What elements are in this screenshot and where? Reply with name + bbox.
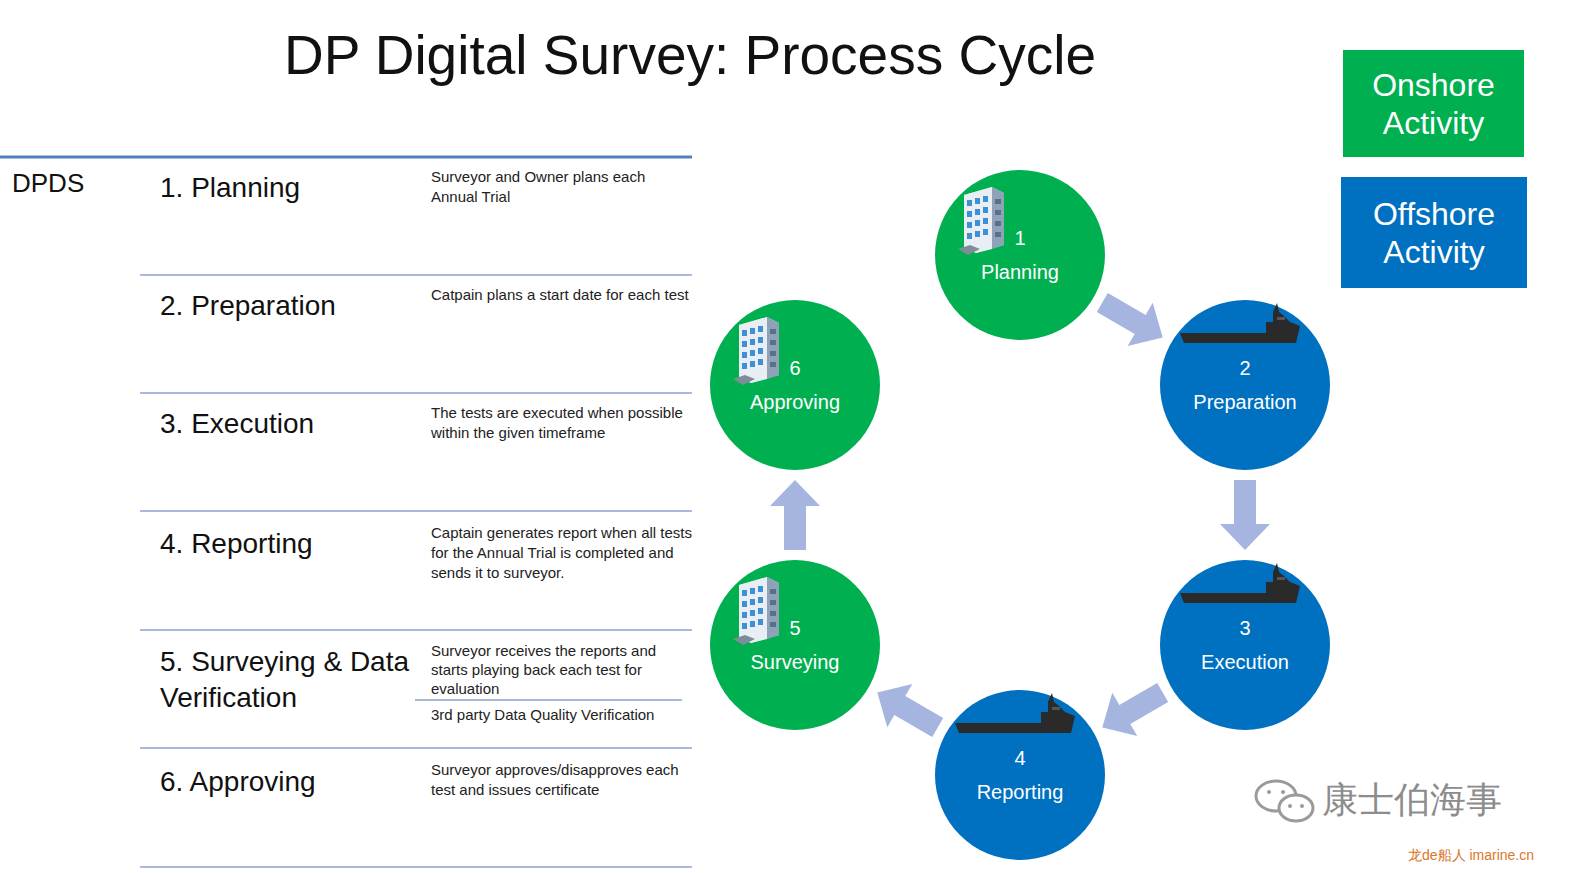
step-number: 4	[1014, 746, 1025, 770]
step-description: Captain generates report when all tests …	[431, 523, 693, 583]
watermark: 龙de船人 imarine.cn	[1408, 846, 1568, 864]
flow-arrow	[1220, 480, 1270, 550]
process-circle: 1Planning	[935, 170, 1105, 340]
ship-icon	[955, 693, 1075, 733]
step-title: 2. Preparation	[160, 288, 420, 324]
step-description: The tests are executed when possible wit…	[431, 403, 693, 443]
process-circle: 2Preparation	[1160, 300, 1330, 470]
legend-swatch: Onshore Activity	[1343, 50, 1524, 157]
table-header: DPDS	[12, 166, 132, 200]
step-number: 3	[1239, 616, 1250, 640]
flow-arrow	[1097, 293, 1163, 346]
process-circle: 3Execution	[1160, 560, 1330, 730]
step-description: 3rd party Data Quality Verification	[431, 705, 693, 725]
wechat-icon	[1256, 781, 1313, 821]
flow-arrow	[877, 684, 943, 737]
step-title: 5. Surveying & Data Verification	[160, 644, 410, 716]
step-title: 6. Approving	[160, 764, 420, 800]
step-name: Approving	[750, 390, 840, 414]
legend-text: Offshore Activity	[1349, 195, 1519, 271]
ship-icon	[1180, 563, 1300, 603]
legend-swatch: Offshore Activity	[1341, 177, 1527, 288]
flow-arrow	[1102, 683, 1168, 736]
step-description: Surveyor and Owner plans each Annual Tri…	[431, 167, 693, 207]
step-number: 6	[789, 356, 800, 380]
step-title: 4. Reporting	[160, 526, 420, 562]
step-title: 1. Planning	[160, 170, 420, 206]
row-rules	[140, 275, 692, 867]
step-number: 1	[1014, 226, 1025, 250]
step-description: Surveyor approves/disapproves each test …	[431, 760, 693, 800]
watermark: 康士伯海事	[1322, 778, 1542, 822]
ship-icon	[1180, 303, 1300, 343]
process-circle: 4Reporting	[935, 690, 1105, 860]
process-circle: 5Surveying	[710, 560, 880, 730]
step-name: Execution	[1201, 650, 1289, 674]
step-number: 2	[1239, 356, 1250, 380]
step-number: 5	[789, 616, 800, 640]
step-name: Reporting	[977, 780, 1064, 804]
building-icon	[733, 317, 779, 385]
step-name: Surveying	[751, 650, 840, 674]
table-top-rule	[0, 156, 692, 159]
step-title: 3. Execution	[160, 406, 420, 442]
process-circle: 6Approving	[710, 300, 880, 470]
diagram-title: DP Digital Survey: Process Cycle	[190, 20, 1190, 90]
flow-arrow	[770, 480, 820, 550]
step-description: Surveyor receives the reports and starts…	[431, 641, 693, 698]
legend-text: Onshore Activity	[1351, 66, 1516, 142]
step-name: Planning	[981, 260, 1059, 284]
building-icon	[958, 187, 1004, 255]
step-name: Preparation	[1193, 390, 1296, 414]
building-icon	[733, 577, 779, 645]
step-description: Catpain plans a start date for each test	[431, 285, 693, 305]
